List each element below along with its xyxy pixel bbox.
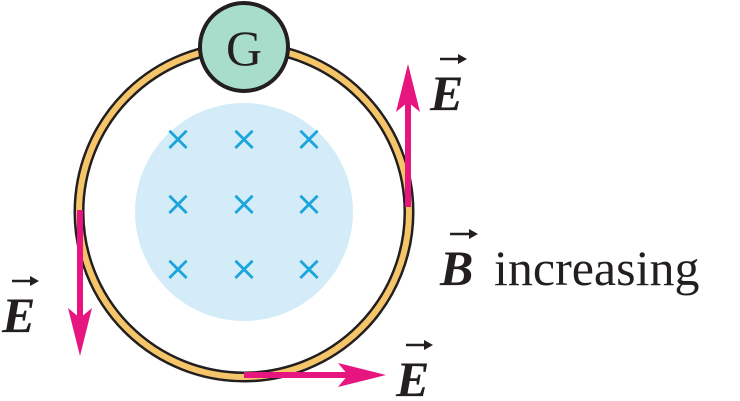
vector-arrow-icon: [440, 54, 467, 64]
magnetic-field-region: [135, 103, 353, 321]
e-arrow-right: [396, 64, 420, 207]
e-arrow-left: [68, 210, 92, 356]
field-marker: ×: [295, 249, 324, 289]
field-marker: ×: [164, 184, 193, 224]
field-marker: ×: [295, 119, 324, 159]
galvanometer: G: [198, 1, 290, 93]
electric-field-arrows: [68, 64, 420, 387]
b-symbol: B: [439, 240, 473, 296]
field-marker: ×: [230, 184, 259, 224]
galvanometer-body: [198, 1, 290, 93]
e-label-right: E: [429, 54, 467, 121]
field-marker: ×: [230, 119, 259, 159]
e-label-right-text: E: [429, 65, 463, 121]
b-caption: increasing: [494, 240, 699, 296]
vector-arrow-icon: [12, 276, 39, 286]
field-marker: ×: [230, 249, 259, 289]
field-marker: ×: [295, 184, 324, 224]
e-label-left-text: E: [1, 287, 35, 343]
b-field-label: B increasing: [439, 229, 699, 296]
e-label-bottom-text: E: [395, 351, 429, 401]
vector-arrow-icon: [406, 340, 433, 350]
field-marker: ×: [164, 249, 193, 289]
field-marker: ×: [164, 119, 193, 159]
galvanometer-label: G: [226, 20, 262, 76]
e-label-bottom: E: [395, 340, 433, 401]
field-markers: × × × × × × × × ×: [164, 119, 324, 289]
e-label-left: E: [1, 276, 39, 343]
vector-arrow-icon: [450, 229, 478, 239]
e-arrow-bottom: [244, 363, 386, 387]
